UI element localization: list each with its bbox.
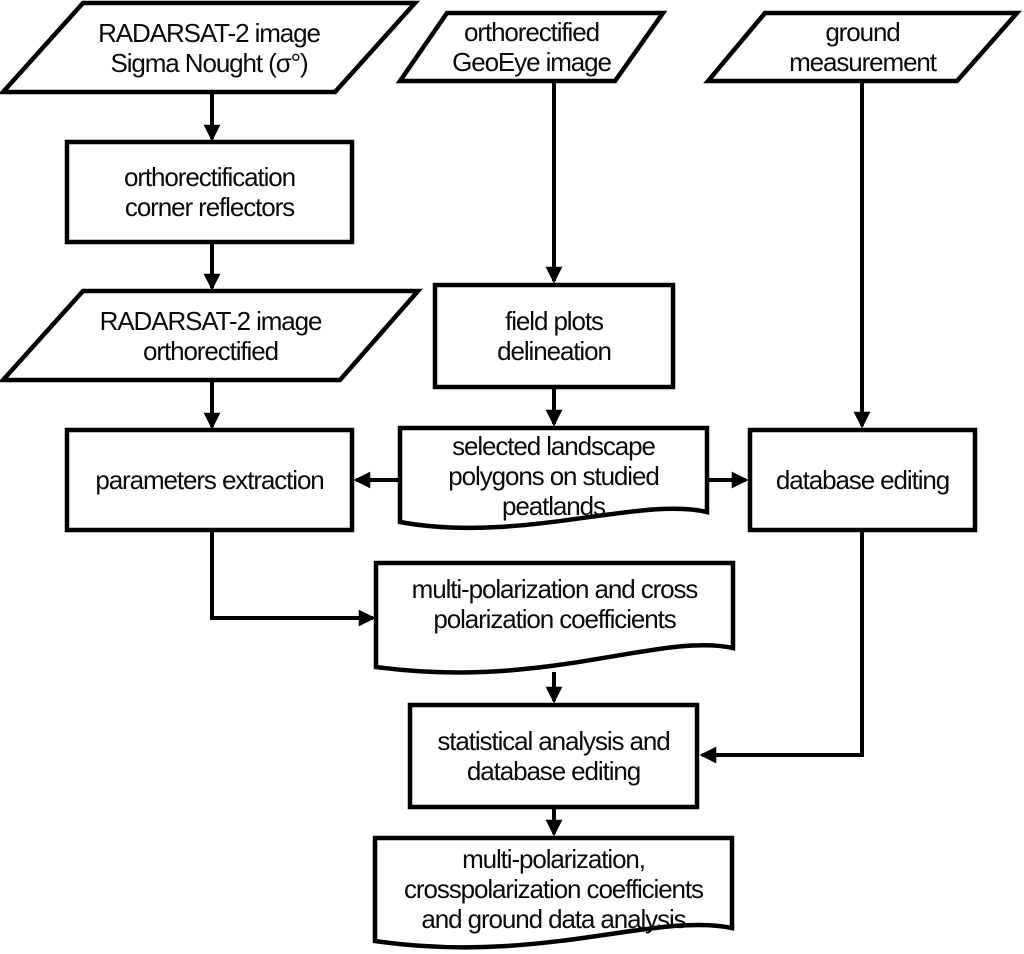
node-database-shape: [747, 427, 978, 533]
node-final-shape: [372, 835, 735, 950]
node-orthorectification-shape: [64, 139, 355, 245]
node-radarsat-sigma-shape: [0, 0, 421, 95]
node-parameters-shape: [64, 427, 355, 533]
arrow-database-to-statistical: [699, 530, 864, 764]
node-polygons-shape: [397, 425, 710, 531]
arrow-parameters-to-coefficients: [210, 530, 376, 627]
node-ground-shape: [703, 10, 1022, 84]
node-geoeye-shape: [395, 10, 668, 84]
node-statistical-shape: [407, 702, 700, 810]
node-radarsat-ortho-shape: [0, 288, 423, 383]
node-field-plots-shape: [432, 282, 676, 390]
node-coefficients-shape: [373, 560, 736, 675]
